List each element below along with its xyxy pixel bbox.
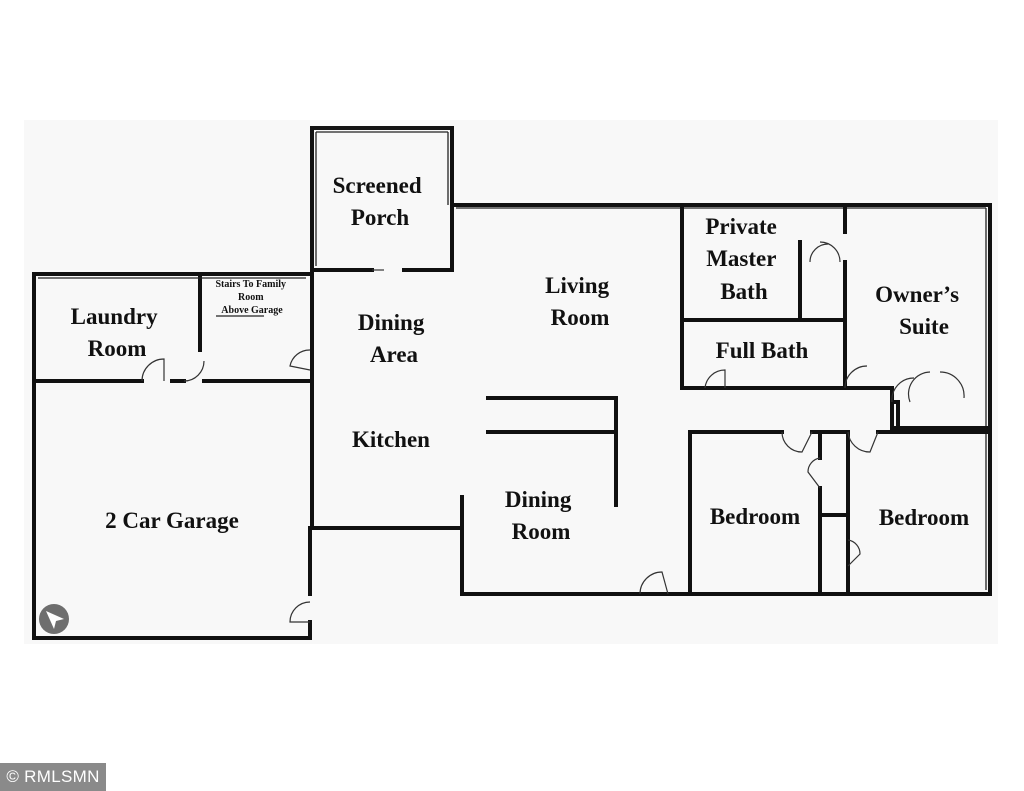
label-owners-suite: Owner’s Suite [875,282,965,339]
label-kitchen: Kitchen [352,427,430,452]
door-swings [141,241,965,623]
main-house-walls [310,203,992,596]
kitchen-counters [486,396,618,507]
label-full-bath: Full Bath [716,338,809,363]
label-screened-porch: Screened Porch [333,173,428,230]
label-private-master-bath: Private Master Bath [705,214,782,304]
label-laundry-room: Laundry Room [71,304,164,361]
watermark: © RMLSMN [0,763,106,791]
label-garage: 2 Car Garage [105,508,239,533]
north-arrow-icon [39,604,69,634]
label-dining-area: Dining Area [358,310,430,367]
label-living-room: Living Room [545,273,615,330]
label-bedroom-1: Bedroom [710,504,800,529]
bath-suite-walls [680,203,992,430]
label-stairs: Stairs To Family Room Above Garage [215,279,288,316]
label-bedroom-2: Bedroom [879,505,969,530]
label-dining-room: Dining Room [505,487,577,544]
bedroom-walls [688,430,992,596]
garage-wing-walls [32,272,312,640]
plan-background [24,120,998,644]
